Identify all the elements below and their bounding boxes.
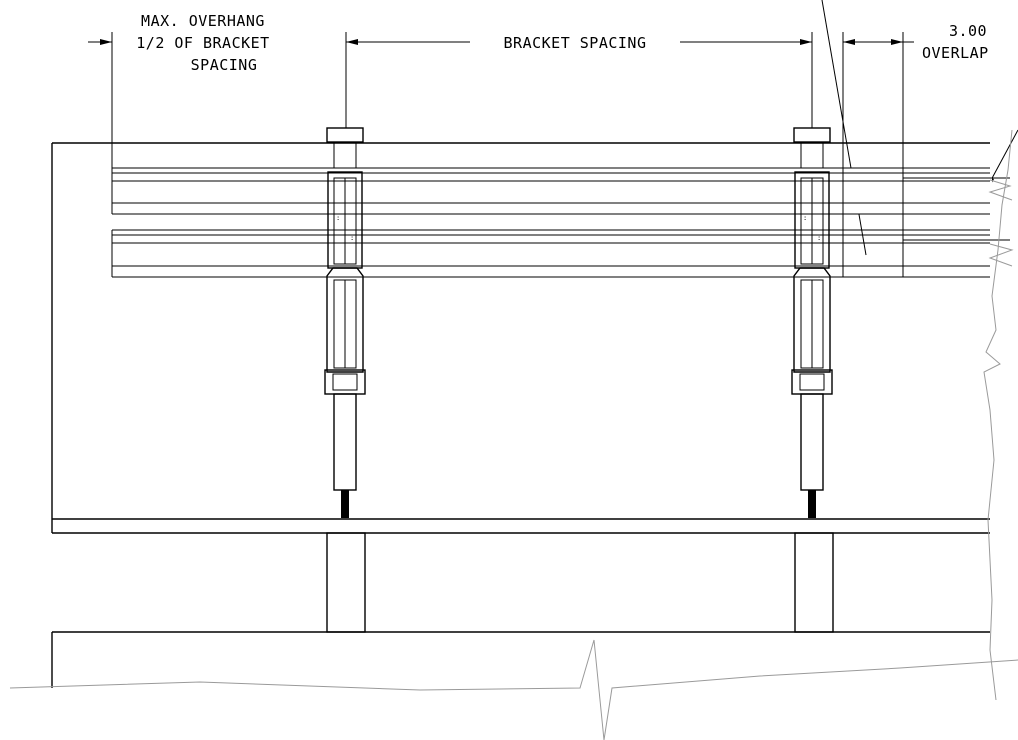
supports <box>326 532 834 633</box>
anchor-tip <box>341 490 349 518</box>
bottom-break-line <box>9 639 1018 740</box>
lower-beam <box>51 631 990 688</box>
overlap-arrowhead-right <box>891 39 903 45</box>
post-marking: : <box>350 234 354 242</box>
rail-break-lower <box>988 243 1014 267</box>
wall-panel <box>51 142 990 533</box>
overhang-label-line1: MAX. OVERHANG <box>141 12 265 30</box>
anchor-tip <box>808 490 816 518</box>
overlap-label: OVERLAP <box>922 44 989 62</box>
overhang-label-line3: SPACING <box>191 56 258 74</box>
bracket-spacing-label: BRACKET SPACING <box>504 34 647 52</box>
leader-line-right <box>989 129 1018 183</box>
anchor-rod <box>800 393 824 491</box>
overlap-value: 3.00 <box>949 22 987 40</box>
right-bracket: : : <box>791 127 833 518</box>
post-collar-inner <box>799 373 825 391</box>
post-marking: : <box>803 214 807 222</box>
break-lines <box>9 129 1018 740</box>
right-support-column <box>794 532 834 633</box>
overlap-arrowhead-left <box>843 39 855 45</box>
right-break-line <box>983 129 1013 701</box>
post-marking: : <box>817 234 821 242</box>
dimension-annotations: MAX. OVERHANG 1/2 OF BRACKET SPACING BRA… <box>88 0 1018 256</box>
post-marking: : <box>336 214 340 222</box>
bolt-head <box>326 127 364 143</box>
rails <box>111 167 1010 278</box>
left-bracket: : : <box>324 127 366 518</box>
overhang-arrowhead <box>100 39 112 45</box>
bolt-head <box>793 127 831 143</box>
overhang-label-line2: 1/2 OF BRACKET <box>136 34 269 52</box>
spacing-arrowhead-right <box>800 39 812 45</box>
left-support-column <box>326 532 366 633</box>
lower-post-sleeve <box>793 267 831 373</box>
upper-rail-body <box>112 168 992 214</box>
lower-post-sleeve <box>326 267 364 373</box>
deck-slab <box>52 518 990 534</box>
post-collar-inner <box>332 373 358 391</box>
anchor-rod <box>333 393 357 491</box>
rail-break-upper <box>988 179 1013 201</box>
spacing-arrowhead-left <box>346 39 358 45</box>
